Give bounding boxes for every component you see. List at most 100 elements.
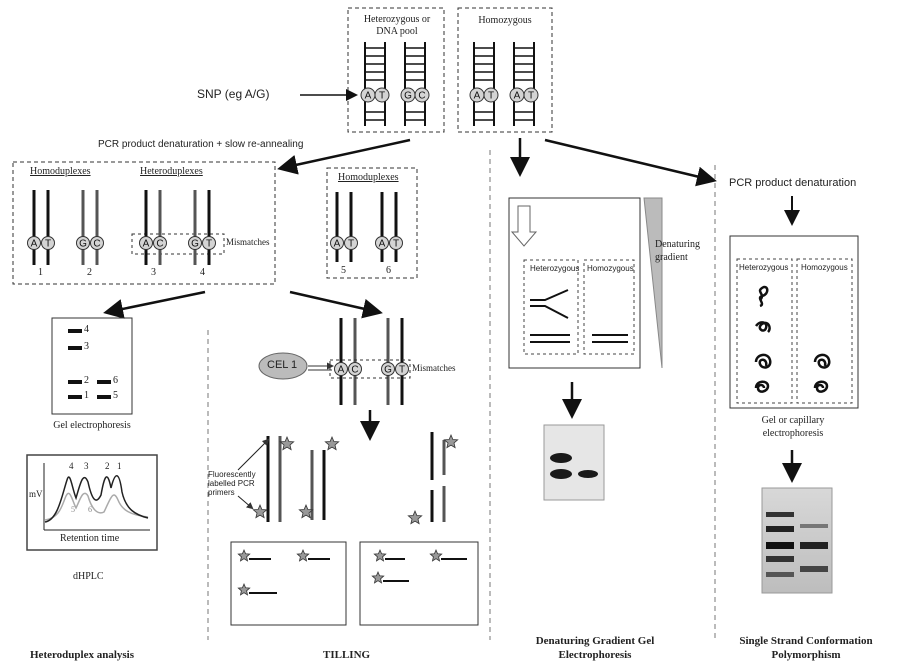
pcr-reanneal-label: PCR product denaturation + slow re-annea… (98, 140, 303, 150)
fluorescent-star (374, 550, 385, 561)
pcr-denaturation-label: PCR product denaturation (729, 178, 856, 189)
dgge-lane-label: Homozygous (587, 265, 634, 273)
sscp-outer-box (730, 236, 858, 408)
cel1-label: CEL 1 (267, 360, 297, 371)
chrom-sub-label: 5 (71, 506, 75, 514)
base-letter: A (338, 365, 345, 376)
base-letter: A (143, 239, 150, 250)
heteroduplexes-label: Heteroduplexes (140, 167, 203, 177)
fluorescent-star (238, 550, 249, 561)
base-letter: C (351, 365, 358, 376)
base-letter: A (334, 239, 341, 250)
sscp-lane-label: Homozygous (801, 264, 848, 272)
arrow-to-gel (108, 292, 205, 312)
base-letter: A (474, 91, 481, 102)
base-letter: T (399, 365, 405, 376)
lane-number: 3 (151, 268, 156, 278)
sscp-lane-label: Heterozygous (739, 264, 788, 272)
fluorescent-star (280, 437, 293, 450)
gel-band-label: 1 (84, 391, 89, 401)
base-letter: A (379, 239, 386, 250)
base-letter: C (93, 239, 100, 250)
tilling-mismatches-label: Mismatches (412, 364, 456, 373)
arrow-to-sscp (545, 140, 712, 180)
primer-arrow (238, 496, 252, 508)
homozygous-box (458, 8, 552, 132)
sscp-title: Single Strand Conformation Polymorphism (716, 634, 896, 662)
homozygous-title: Homozygous (462, 16, 548, 26)
base-letter: T (528, 91, 534, 102)
base-letter: T (379, 91, 385, 102)
dgge-bands (530, 290, 628, 342)
gel-caption: Gel electrophoresis (52, 420, 132, 432)
base-letter: A (514, 91, 521, 102)
base-letter: C (418, 91, 425, 102)
gel-band-label: 4 (84, 325, 89, 335)
base-letter: T (393, 239, 399, 250)
lane-number: 5 (341, 266, 346, 276)
base-letter: T (206, 239, 212, 250)
fluorescent-star (408, 511, 421, 524)
dgge-direction-arrow (512, 206, 536, 246)
dhplc-label: dHPLC (73, 572, 104, 582)
mismatches-label: Mismatches (226, 238, 270, 247)
base-letter: C (156, 239, 163, 250)
duplex-box-left (13, 162, 275, 284)
arrow-to-tilling (290, 292, 378, 312)
fluorescent-star (297, 550, 308, 561)
lane-number: 4 (200, 268, 205, 278)
sscp-gel-photo (762, 488, 832, 593)
primer-arrow (238, 440, 268, 470)
homoduplexes-right-label: Homoduplexes (338, 173, 399, 183)
gradient-label: Denaturing gradient (655, 238, 701, 264)
chrom-peak-label: 3 (84, 462, 89, 471)
dgge-title: Denaturing Gradient Gel Electrophoresis (505, 634, 685, 662)
lane-number: 6 (386, 266, 391, 276)
fluorescent-star (238, 584, 249, 595)
gel-band-label: 3 (84, 342, 89, 352)
fluorescent-star (430, 550, 441, 561)
gel-bands (68, 329, 111, 399)
gel-products (238, 550, 467, 595)
lane-number: 1 (38, 268, 43, 278)
homoduplexes-label: Homoduplexes (30, 167, 91, 177)
dgge-lane-homozygous (584, 260, 634, 354)
base-letter: T (348, 239, 354, 250)
base-letter: G (404, 91, 412, 102)
base-letter: G (191, 239, 199, 250)
chrom-peak-label: 2 (105, 462, 110, 471)
base-letter: T (45, 239, 51, 250)
lane-number: 2 (87, 268, 92, 278)
chrom-sub-label: 6 (88, 506, 92, 514)
dgge-lane-label: Heterozygous (530, 265, 579, 273)
heterozygous-title: Heterozygous or DNA pool (354, 14, 440, 38)
fluorescent-star (253, 505, 266, 518)
base-letter: A (31, 239, 38, 250)
heteroduplex-analysis-title: Heteroduplex analysis (30, 650, 134, 661)
sscp-conformations (756, 287, 829, 392)
base-letter: A (365, 91, 372, 102)
chrom-peak-label: 1 (117, 462, 122, 471)
chrom-xlabel: Retention time (60, 534, 119, 544)
fluorescent-star (444, 435, 457, 448)
dna-ladders: ATGCATAT (361, 42, 538, 126)
snp-label: SNP (eg A/G) (197, 88, 269, 100)
tilling-title: TILLING (323, 650, 370, 661)
primers-label: Fluorescently labelled PCR primers (208, 470, 260, 497)
gel-box (52, 318, 132, 414)
cleaved-products (253, 432, 457, 524)
base-letter: G (384, 365, 392, 376)
chrom-peak-label: 4 (69, 462, 74, 471)
gel-band-label: 2 (84, 376, 89, 386)
gel-band-label: 6 (113, 376, 118, 386)
base-letter: T (488, 91, 494, 102)
dgge-gel-photo (544, 425, 604, 500)
base-letter: G (79, 239, 87, 250)
duplex-box-right (327, 168, 417, 278)
chrom-ylabel: mV (29, 490, 43, 499)
fluorescent-star (372, 572, 383, 583)
gradient-triangle (644, 198, 662, 368)
gel-band-label: 5 (113, 391, 118, 401)
